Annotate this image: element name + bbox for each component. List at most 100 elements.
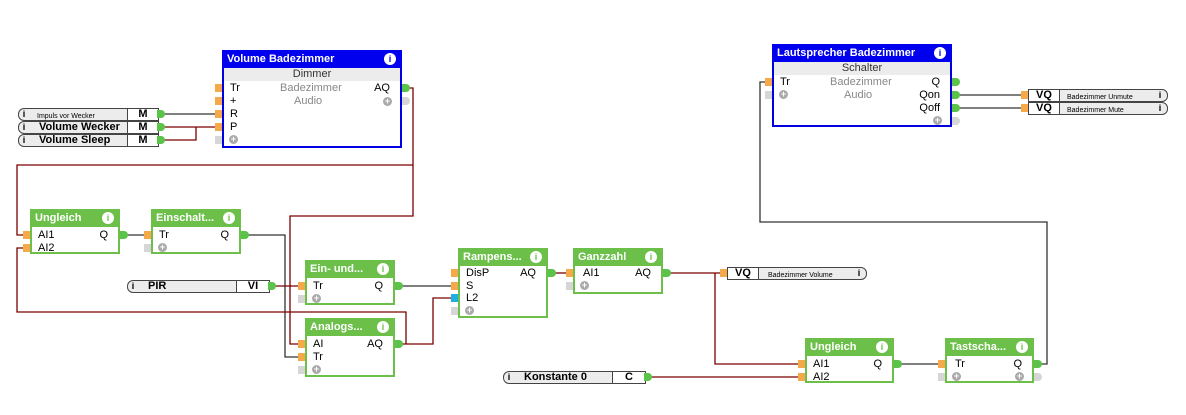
add-input-icon[interactable]: + (465, 305, 474, 315)
output-pin[interactable] (1034, 373, 1042, 381)
input-pin[interactable] (451, 307, 458, 315)
input-pin[interactable] (798, 373, 805, 381)
block-title: Rampens...i (458, 248, 548, 266)
info-icon[interactable]: i (934, 47, 946, 59)
input-pin[interactable] (451, 269, 458, 277)
add-input-icon[interactable]: + (229, 134, 238, 144)
virtual-output-unmute[interactable]: VQ Badezimmer Unmute i (1028, 89, 1168, 102)
input-pin-l2[interactable] (451, 294, 458, 302)
virtual-output-mute[interactable]: VQ Badezimmer Mute i (1028, 102, 1168, 115)
input-pin[interactable] (720, 269, 727, 277)
output-pin[interactable] (894, 360, 902, 368)
add-input-icon[interactable]: + (952, 371, 961, 381)
input-pin[interactable] (23, 244, 30, 252)
output-pin[interactable] (157, 110, 165, 118)
info-icon[interactable]: i (22, 109, 26, 119)
info-icon[interactable]: i (377, 263, 389, 275)
input-pin[interactable] (215, 123, 222, 131)
input-pin[interactable] (23, 231, 30, 239)
add-input-icon[interactable]: + (779, 89, 788, 99)
output-pin[interactable] (395, 282, 403, 290)
input-pin[interactable] (215, 97, 222, 105)
output-pin[interactable] (548, 269, 556, 277)
input-pin[interactable] (566, 282, 573, 290)
input-pin[interactable] (144, 244, 151, 252)
input-pin[interactable] (798, 360, 805, 368)
info-icon[interactable]: i (22, 122, 26, 132)
add-input-icon[interactable]: + (158, 242, 167, 252)
info-icon[interactable]: i (507, 372, 511, 382)
output-pin[interactable] (1034, 360, 1042, 368)
info-icon[interactable]: i (857, 268, 861, 278)
input-pin[interactable] (298, 282, 305, 290)
info-icon[interactable]: i (876, 341, 888, 353)
info-icon[interactable]: i (131, 281, 135, 291)
output-pin[interactable] (952, 104, 960, 112)
block-tastschalter[interactable]: Tastscha...i Tr + Q + (945, 338, 1034, 383)
output-label: Qoff (919, 102, 940, 114)
output-pin[interactable] (402, 97, 410, 105)
info-icon[interactable]: i (223, 212, 235, 224)
output-pin[interactable] (952, 117, 960, 125)
constant-konstante-0[interactable]: i Konstante 0 C (503, 371, 646, 384)
input-pin[interactable] (298, 295, 305, 303)
block-rampens[interactable]: Rampens...i DisP S L2 + AQ (458, 248, 548, 318)
info-icon[interactable]: i (22, 135, 26, 145)
info-icon[interactable]: i (1158, 90, 1162, 100)
info-icon[interactable]: i (377, 321, 389, 333)
output-pin[interactable] (268, 282, 276, 290)
input-pin[interactable] (765, 78, 772, 86)
input-pin[interactable] (298, 353, 305, 361)
input-pin[interactable] (298, 366, 305, 374)
input-pin[interactable] (1021, 91, 1028, 99)
info-icon[interactable]: i (384, 53, 396, 65)
block-ein-und[interactable]: Ein- und...i Tr + Q (305, 260, 395, 305)
input-pin[interactable] (938, 373, 945, 381)
memory-input-wecker[interactable]: i Volume Wecker M (18, 121, 159, 134)
memory-input-impuls[interactable]: i Impuls vor Wecker M (18, 108, 159, 121)
output-pin[interactable] (157, 123, 165, 131)
output-label: AQ (374, 82, 390, 94)
add-output-icon[interactable]: + (933, 115, 942, 125)
info-icon[interactable]: i (1016, 341, 1028, 353)
output-pin[interactable] (663, 269, 671, 277)
output-pin[interactable] (644, 373, 652, 381)
output-pin[interactable] (952, 91, 960, 99)
info-icon[interactable]: i (645, 251, 657, 263)
input-pin[interactable] (765, 91, 772, 99)
memory-input-sleep[interactable]: i Volume Sleep M (18, 134, 159, 147)
output-pin[interactable] (120, 231, 128, 239)
add-input-icon[interactable]: + (312, 293, 321, 303)
input-pin[interactable] (566, 269, 573, 277)
virtual-output-volume[interactable]: VQ Badezimmer Volume i (727, 267, 867, 280)
output-pin[interactable] (402, 84, 410, 92)
block-einschalt[interactable]: Einschalt...i Tr + Q (151, 209, 241, 254)
input-pin[interactable] (144, 231, 151, 239)
input-pin[interactable] (215, 136, 222, 144)
add-output-icon[interactable]: + (1015, 371, 1024, 381)
add-input-icon[interactable]: + (580, 280, 589, 290)
add-output-icon[interactable]: + (383, 96, 392, 106)
input-pin[interactable] (1021, 104, 1028, 112)
virtual-input-pir[interactable]: i PIR VI (127, 280, 270, 293)
input-pin[interactable] (298, 340, 305, 348)
info-icon[interactable]: i (530, 251, 542, 263)
block-analogs[interactable]: Analogs...i AI Tr + AQ (305, 318, 395, 377)
info-icon[interactable]: i (1158, 103, 1162, 113)
output-pin[interactable] (241, 231, 249, 239)
info-icon[interactable]: i (102, 212, 114, 224)
add-input-icon[interactable]: + (312, 364, 321, 374)
output-pin[interactable] (157, 136, 165, 144)
input-pin[interactable] (215, 84, 222, 92)
output-pin[interactable] (952, 78, 960, 86)
input-pin[interactable] (215, 110, 222, 118)
output-pin[interactable] (395, 340, 403, 348)
input-pin[interactable] (938, 360, 945, 368)
input-pin[interactable] (451, 282, 458, 290)
